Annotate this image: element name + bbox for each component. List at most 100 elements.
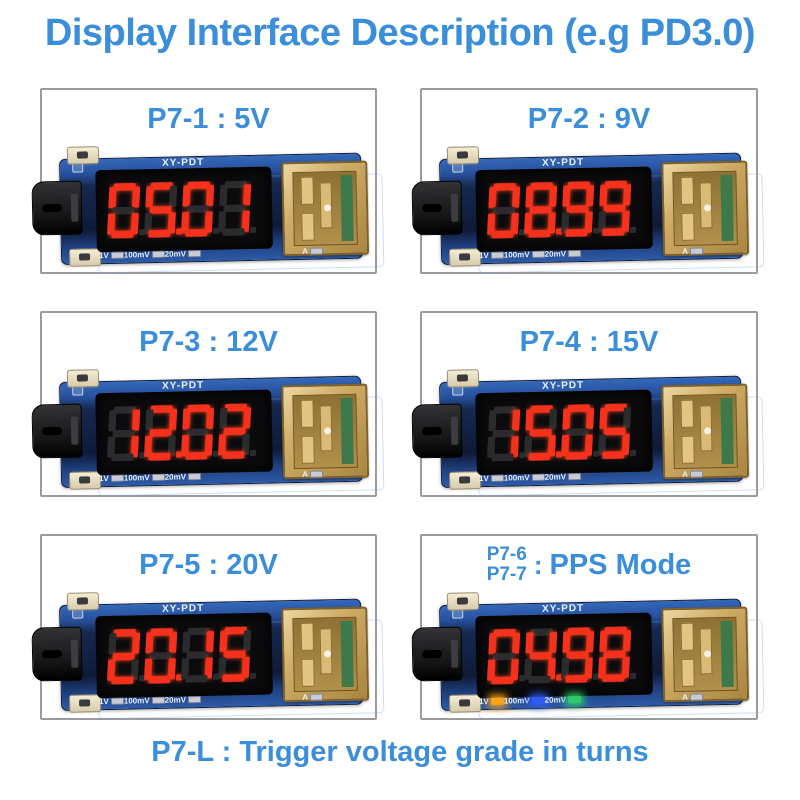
- seven-segment-digit: [598, 626, 637, 683]
- usb-c-slot: [421, 203, 443, 213]
- seven-segment-display: [95, 166, 273, 253]
- button-nub: [79, 476, 91, 484]
- button-nub: [459, 253, 471, 261]
- silkscreen-item: 100mV: [124, 250, 165, 260]
- panel-label-row: P7-1 : 5V: [42, 98, 375, 140]
- usb-a-contact: [300, 622, 315, 651]
- usb-a-contact: [301, 435, 315, 464]
- silkscreen-item: 100mV: [124, 473, 165, 483]
- silkscreen-label-20mv: 20mV: [544, 249, 567, 259]
- indicator-led-20mv: [187, 473, 202, 481]
- panel-6: P7-6 P7-7 : PPS Mode XY-PDT: [411, 534, 765, 720]
- silkscreen-label-1v: 1V: [98, 250, 109, 261]
- panel-label-row: P7-4 : 15V: [422, 321, 756, 363]
- seven-segment-digit: [218, 180, 257, 237]
- silkscreen-label-a: A: [682, 469, 689, 479]
- tactile-button-up: [446, 592, 480, 611]
- silkscreen-label-100mv: 100mV: [123, 696, 150, 706]
- panel-1: P7-1 : 5V XY-PDT: [31, 88, 385, 274]
- silkscreen-label-100mv: 100mV: [123, 473, 150, 483]
- panel-4: P7-4 : 15V XY-PDT: [411, 311, 765, 497]
- panel-label-top: P7-6: [486, 544, 527, 566]
- silkscreen-label-20mv: 20mV: [544, 695, 567, 705]
- tactile-button-up: [66, 146, 100, 165]
- silkscreen-label-1v: 1V: [478, 250, 489, 261]
- seven-segment-display: [475, 166, 653, 253]
- panel-label-row: P7-6 P7-7 : PPS Mode: [422, 544, 756, 586]
- panel-label: P7-2 : 9V: [527, 102, 651, 135]
- silkscreen-item: A: [682, 246, 704, 256]
- indicator-led-100mv: [151, 696, 165, 705]
- usb-c-plug: [31, 403, 83, 459]
- silkscreen-item: 100mV: [504, 250, 545, 260]
- seven-segment-display: [95, 612, 273, 699]
- button-nub: [76, 597, 89, 605]
- usb-a-pcb-tongue: [720, 174, 734, 242]
- tactile-button-up: [446, 146, 480, 165]
- usb-tester-device: XY-PDT 1V: [31, 138, 385, 274]
- usb-a-port: [281, 606, 370, 703]
- usb-a-pcb-tongue: [340, 620, 354, 688]
- panel-5: P7-5 : 20V XY-PDT: [31, 534, 385, 720]
- usb-c-plug: [411, 403, 463, 459]
- decimal-point: [629, 226, 637, 234]
- usb-a-cavity: [292, 170, 358, 247]
- silkscreen-label-a: A: [302, 692, 309, 702]
- seven-segment-digit: [107, 405, 146, 462]
- indicator-led-100mv: [151, 473, 165, 482]
- seven-segment-digit: [218, 403, 257, 460]
- indicator-led-current: [309, 470, 324, 478]
- indicator-led-20mv: [567, 696, 582, 704]
- indicator-led-1v: [490, 251, 504, 259]
- panel-label-stacked: P7-6 P7-7 : PPS Mode: [487, 545, 692, 585]
- panel-label-separator: :: [533, 549, 543, 580]
- usb-a-contact: [300, 399, 315, 428]
- usb-tester-device: XY-PDT 1V: [411, 584, 765, 720]
- seven-segment-digit: [181, 627, 220, 684]
- tactile-button-down: [68, 694, 102, 713]
- usb-a-contact: [681, 658, 695, 687]
- silkscreen-item: A: [682, 469, 704, 479]
- silkscreen-label-1v: 1V: [478, 473, 489, 484]
- usb-a-port: [281, 383, 370, 480]
- seven-segment-digit: [107, 182, 146, 239]
- button-nub: [79, 699, 91, 707]
- usb-a-contact: [680, 176, 695, 205]
- usb-c-latch: [450, 639, 459, 668]
- indicator-led-100mv: [531, 250, 545, 259]
- usb-a-contact: [680, 622, 695, 651]
- silkscreen-label-1v: 1V: [98, 696, 109, 707]
- silkscreen-item: 100mV: [504, 696, 545, 706]
- silkscreen-label-a: A: [302, 246, 309, 256]
- panel-label-row: P7-2 : 9V: [422, 98, 756, 140]
- usb-a-pcb-tongue: [720, 397, 734, 465]
- indicator-led-100mv: [531, 696, 545, 705]
- usb-tester-device: XY-PDT 1V: [411, 138, 765, 274]
- silkscreen-item: 20mV: [165, 695, 202, 705]
- silkscreen-label-1v: 1V: [98, 473, 109, 484]
- silkscreen-label-100mv: 100mV: [123, 250, 150, 260]
- silkscreen-label-100mv: 100mV: [503, 696, 530, 706]
- tactile-button-down: [448, 471, 482, 490]
- seven-segment-digit: [561, 181, 600, 238]
- usb-a-contact: [301, 658, 315, 687]
- indicator-led-1v: [110, 474, 124, 482]
- button-nub: [459, 699, 471, 707]
- indicator-led-1v: [110, 251, 124, 259]
- decimal-point: [629, 449, 637, 457]
- seven-segment-digit: [524, 405, 563, 462]
- indicator-led-100mv: [531, 473, 545, 482]
- silkscreen-label-20mv: 20mV: [544, 472, 567, 482]
- seven-segment-display: [475, 389, 653, 476]
- seven-segment-digit: [524, 182, 563, 239]
- button-nub: [459, 476, 471, 484]
- usb-a-port: [661, 606, 750, 703]
- seven-segment-display: [95, 389, 273, 476]
- usb-a-cavity: [672, 616, 738, 693]
- silkscreen-item: 20mV: [545, 695, 582, 705]
- usb-c-plug: [411, 180, 463, 236]
- decimal-point: [249, 449, 257, 457]
- seven-segment-digit: [218, 626, 257, 683]
- indicator-led-1v: [490, 697, 504, 705]
- usb-c-latch: [70, 193, 79, 222]
